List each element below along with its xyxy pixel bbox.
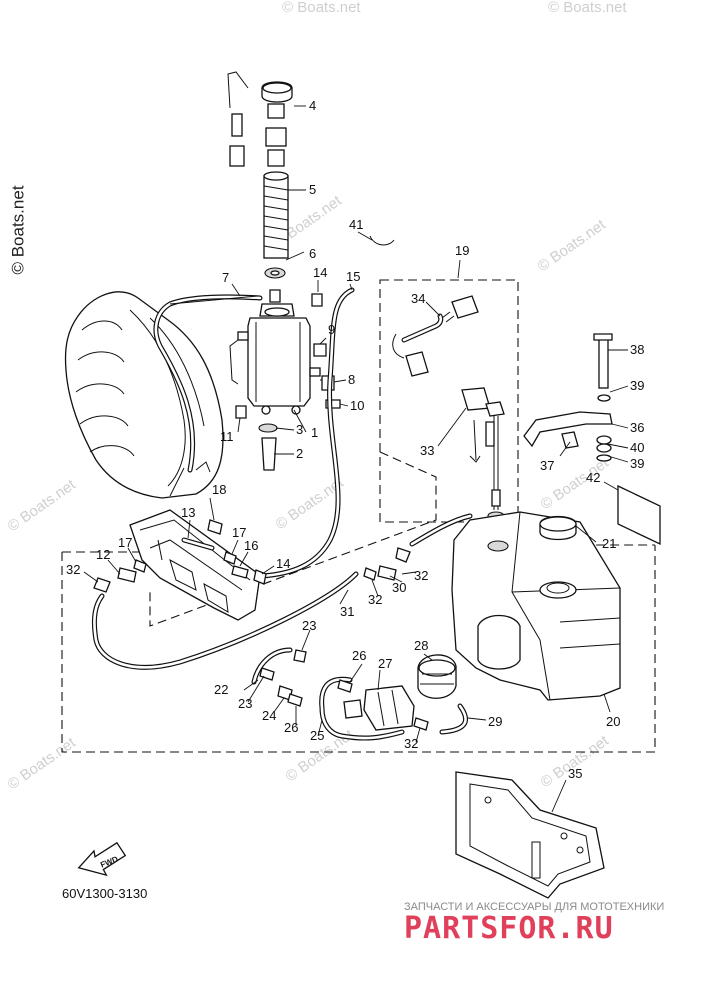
callout-23b: 23 bbox=[238, 696, 252, 711]
watermark-tile: © Boats.net bbox=[538, 732, 613, 791]
callout-14: 14 bbox=[313, 265, 327, 280]
callout-39a: 39 bbox=[630, 378, 644, 393]
callout-36: 36 bbox=[630, 420, 644, 435]
callout-9: 9 bbox=[328, 322, 335, 337]
callout-24: 24 bbox=[262, 708, 276, 723]
decal-plate bbox=[617, 484, 661, 546]
callout-13: 13 bbox=[181, 505, 195, 520]
callout-26b: 26 bbox=[352, 648, 366, 663]
callout-23a: 23 bbox=[302, 618, 316, 633]
diagram-code: 60V1300-3130 bbox=[62, 886, 147, 901]
callout-33: 33 bbox=[420, 443, 434, 458]
filler-neck-assembly bbox=[227, 71, 293, 279]
callout-26a: 26 bbox=[284, 720, 298, 735]
callout-31: 31 bbox=[340, 604, 354, 619]
watermark-tile: © Boats.net bbox=[5, 476, 80, 535]
callout-34: 34 bbox=[411, 291, 425, 306]
callout-27: 27 bbox=[378, 656, 392, 671]
engine-block bbox=[64, 291, 224, 499]
callout-38: 38 bbox=[630, 342, 644, 357]
fuel-tank bbox=[451, 511, 621, 701]
callout-40: 40 bbox=[630, 440, 644, 455]
callout-2: 2 bbox=[296, 446, 303, 461]
callout-39b: 39 bbox=[630, 456, 644, 471]
mount-bracket bbox=[523, 333, 613, 462]
callout-8: 8 bbox=[348, 372, 355, 387]
fuel-sender-group-box bbox=[379, 279, 519, 523]
callout-32c: 32 bbox=[368, 592, 382, 607]
callout-12: 12 bbox=[96, 547, 110, 562]
leader-lines bbox=[83, 105, 629, 813]
callout-17b: 17 bbox=[118, 535, 132, 550]
oil-tank bbox=[229, 303, 341, 471]
callout-32d: 32 bbox=[404, 736, 418, 751]
callout-4: 4 bbox=[309, 98, 316, 113]
callout-14b: 14 bbox=[276, 556, 290, 571]
callout-21: 21 bbox=[602, 536, 616, 551]
callout-22: 22 bbox=[214, 682, 228, 697]
callout-3: 3 bbox=[296, 422, 303, 437]
callout-42: 42 bbox=[586, 470, 600, 485]
callout-10: 10 bbox=[350, 398, 364, 413]
callout-7: 7 bbox=[222, 270, 229, 285]
fuel-pump bbox=[343, 654, 457, 731]
watermark-tile: © Boats.net bbox=[5, 734, 80, 793]
callout-37: 37 bbox=[540, 458, 554, 473]
callout-35: 35 bbox=[568, 766, 582, 781]
callout-17a: 17 bbox=[232, 525, 246, 540]
callouts: 4 5 6 41 7 14 15 19 34 9 8 10 3 1 11 2 3… bbox=[66, 98, 644, 781]
callout-41: 41 bbox=[349, 217, 363, 232]
watermark-tile: © Boats.net bbox=[548, 0, 627, 16]
callout-11: 11 bbox=[220, 429, 234, 444]
callout-28: 28 bbox=[414, 638, 428, 653]
callout-15: 15 bbox=[346, 269, 360, 284]
callout-1: 1 bbox=[311, 425, 318, 440]
brand-name: PARTSFOR.RU bbox=[404, 911, 614, 946]
callout-20: 20 bbox=[606, 714, 620, 729]
callout-29: 29 bbox=[488, 714, 502, 729]
callout-32a: 32 bbox=[66, 562, 80, 577]
hoses bbox=[91, 287, 473, 741]
fuel-sender bbox=[392, 295, 505, 521]
mounting-plate bbox=[455, 771, 605, 899]
callout-32b: 32 bbox=[414, 568, 428, 583]
brand-banner: ЗАПЧАСТИ И АКСЕССУАРЫ ДЛЯ МОТОТЕХНИКИ PA… bbox=[404, 901, 664, 946]
watermark-tile: © Boats.net bbox=[282, 0, 361, 16]
callout-5: 5 bbox=[309, 182, 316, 197]
fwd-arrow: FWD bbox=[77, 841, 127, 877]
callout-18: 18 bbox=[212, 482, 226, 497]
hose-group-boundary bbox=[149, 451, 437, 627]
callout-6: 6 bbox=[309, 246, 316, 261]
callout-16: 16 bbox=[244, 538, 258, 553]
main-group-box bbox=[61, 545, 656, 753]
hull-section bbox=[129, 509, 261, 621]
callout-25: 25 bbox=[310, 728, 324, 743]
brand-tagline: ЗАПЧАСТИ И АКСЕССУАРЫ ДЛЯ МОТОТЕХНИКИ bbox=[404, 901, 664, 913]
callout-19: 19 bbox=[455, 243, 469, 258]
callout-30: 30 bbox=[392, 580, 406, 595]
watermark-tile: © Boats.net bbox=[535, 216, 610, 275]
